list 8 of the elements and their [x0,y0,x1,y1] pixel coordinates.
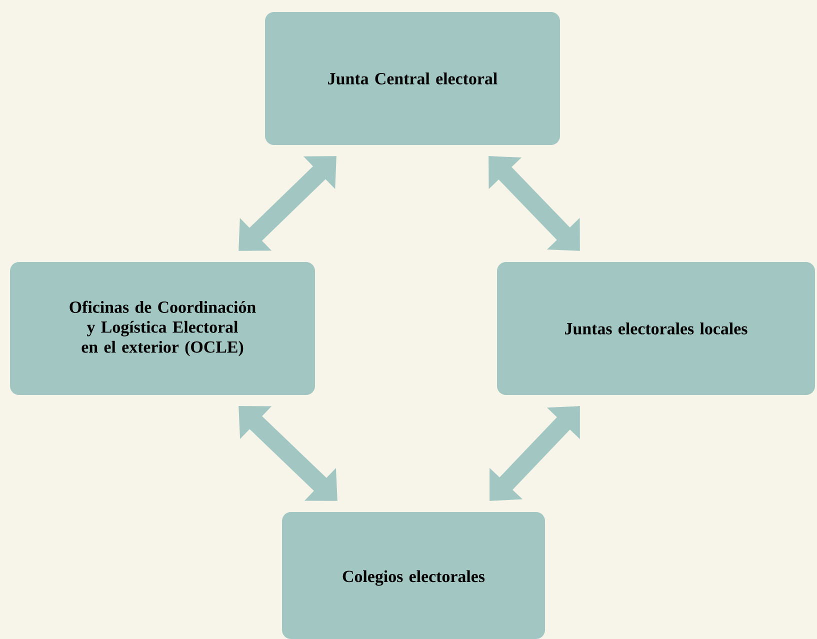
process-box: Oficinas de Coordinación y Logística Electoral en el exterior (OCLE) [10,262,315,395]
double-arrow [238,156,336,251]
process-box: Junta Central electoral [265,12,560,145]
process-box: Juntas electorales locales [497,262,815,395]
double-arrow [238,406,338,501]
double-arrow [488,156,580,251]
process-box: Colegios electorales [282,512,545,639]
double-arrow [490,406,580,501]
